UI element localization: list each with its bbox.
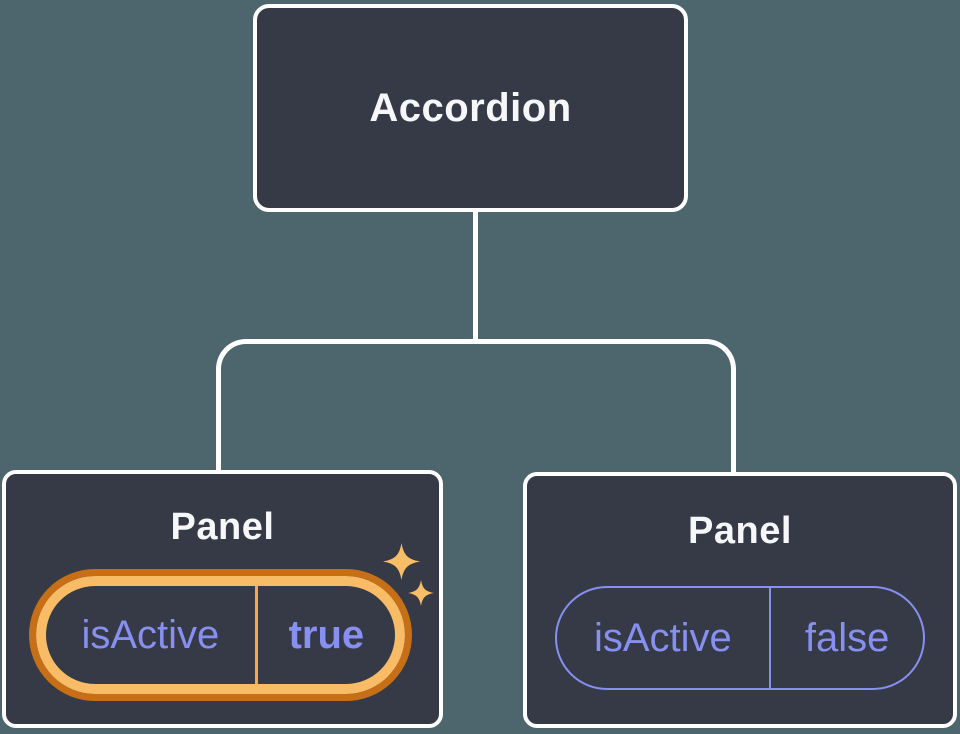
panel-title: Panel [688, 510, 792, 552]
prop-value-label: false [804, 615, 890, 660]
prop-name-label: isActive [81, 612, 220, 657]
prop-name-label: isActive [593, 615, 732, 660]
panel-node-inactive: Panel isActive false [523, 472, 957, 728]
pill-divider [768, 588, 772, 688]
prop-value-label: true [288, 612, 365, 657]
panel-node-active: Panel isActive true [2, 470, 443, 728]
connector-stem [473, 210, 478, 341]
sparkle-icon [383, 543, 434, 606]
accordion-node: Accordion [253, 4, 688, 212]
state-pill-inactive: isActive false [555, 586, 925, 690]
accordion-node-label: Accordion [369, 85, 572, 130]
panel-title: Panel [170, 506, 275, 548]
pill-divider [254, 586, 258, 684]
connector-branch [216, 339, 736, 472]
state-pill-active: isActive true [29, 569, 412, 701]
